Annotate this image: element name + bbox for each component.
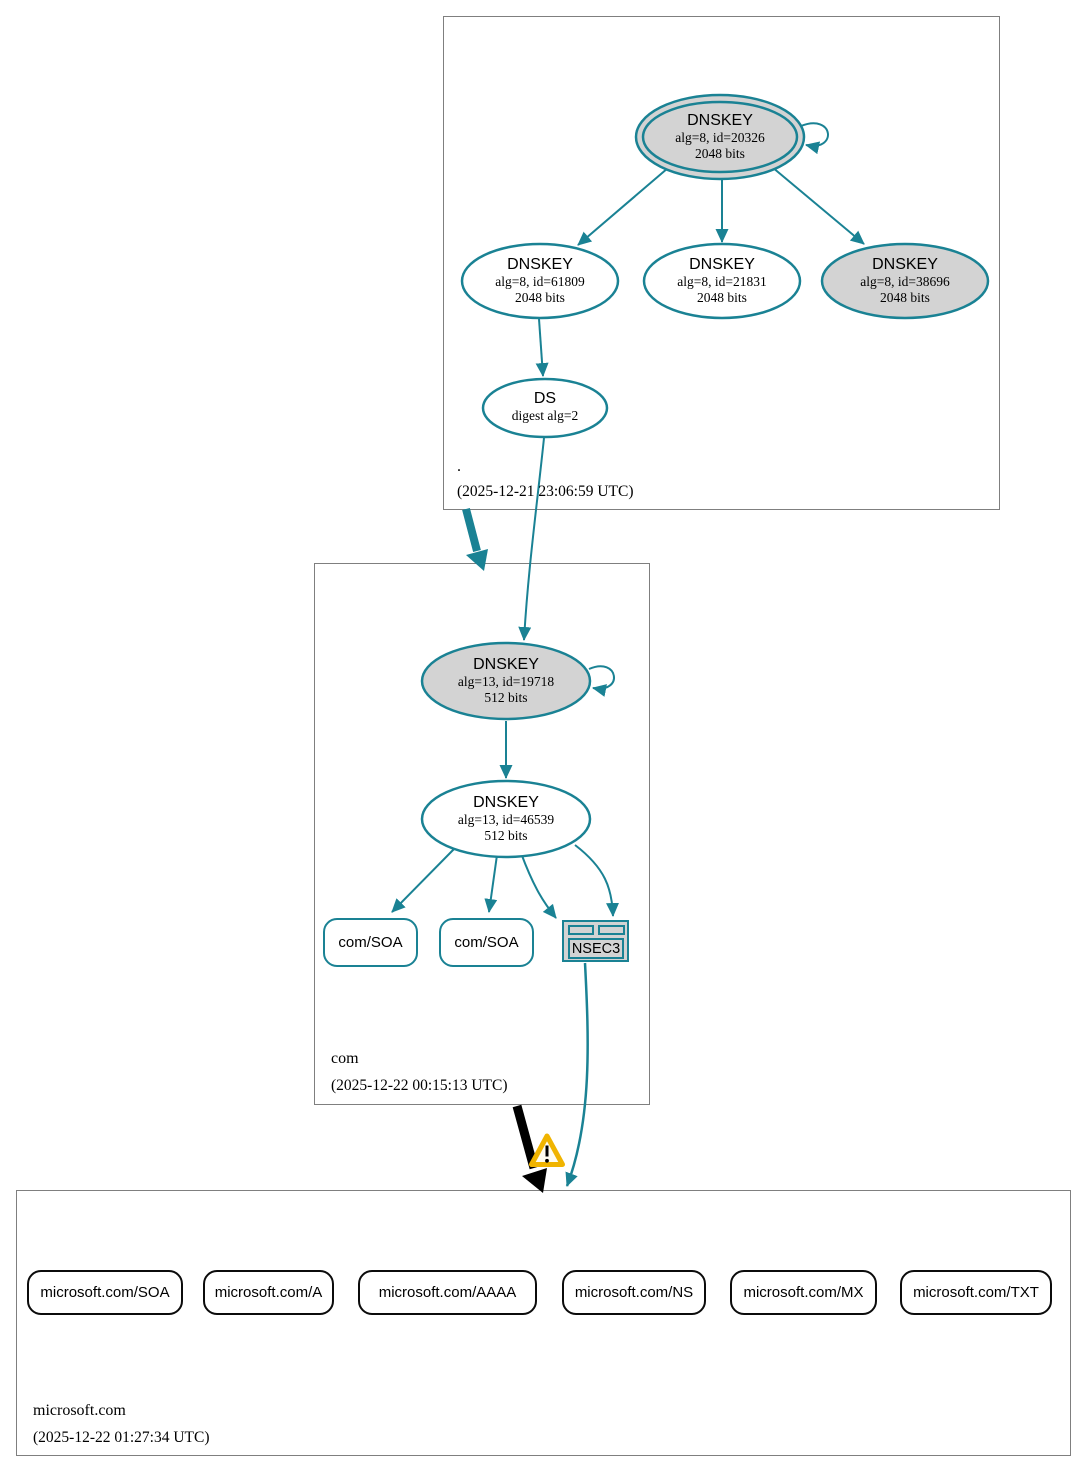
microsoft-soa-label: microsoft.com/SOA <box>40 1284 170 1301</box>
nsec3-record-cell-left <box>568 925 594 935</box>
com-zone-name: com <box>331 1050 359 1067</box>
microsoft-zone-box <box>16 1190 1071 1456</box>
nsec3-label: NSEC3 <box>568 938 624 959</box>
microsoft-ns-node[interactable]: microsoft.com/NS <box>562 1270 706 1315</box>
delegation-arrow-root-to-com <box>462 507 481 553</box>
microsoft-zone-timestamp: (2025-12-22 01:27:34 UTC) <box>33 1429 210 1446</box>
microsoft-mx-node[interactable]: microsoft.com/MX <box>730 1270 877 1315</box>
root-zone-name: . <box>457 458 461 475</box>
microsoft-zone-name: microsoft.com <box>33 1402 126 1419</box>
com-soa-right-node[interactable]: com/SOA <box>439 918 534 967</box>
edge-com-zsk-to-soa-left <box>391 847 456 913</box>
com-zone-timestamp: (2025-12-22 00:15:13 UTC) <box>331 1077 508 1094</box>
warning-icon[interactable] <box>529 1133 565 1167</box>
com-zsk-ellipse[interactable] <box>420 779 592 859</box>
microsoft-txt-label: microsoft.com/TXT <box>913 1284 1039 1301</box>
com-soa-left-node[interactable]: com/SOA <box>323 918 418 967</box>
com-nsec3-node[interactable]: NSEC3 <box>562 920 629 962</box>
root-zone-timestamp: (2025-12-21 23:06:59 UTC) <box>457 483 634 500</box>
root-ds-ellipse[interactable] <box>481 377 609 439</box>
com-ksk-selfsign-loop <box>588 665 615 697</box>
edge-com-zsk-to-soa-right <box>484 854 498 913</box>
root-zone-box <box>443 16 1000 510</box>
delegation-arrowhead-root-to-com <box>466 549 488 571</box>
microsoft-a-node[interactable]: microsoft.com/A <box>203 1270 334 1315</box>
root-ksk-selfsign-loop <box>800 122 829 155</box>
microsoft-ns-label: microsoft.com/NS <box>574 1284 694 1301</box>
microsoft-txt-node[interactable]: microsoft.com/TXT <box>900 1270 1052 1315</box>
microsoft-soa-node[interactable]: microsoft.com/SOA <box>27 1270 183 1315</box>
microsoft-aaaa-node[interactable]: microsoft.com/AAAA <box>358 1270 537 1315</box>
edge-root-ksk-to-zsk-c <box>771 166 865 245</box>
edge-ds-to-com-ksk <box>518 437 545 641</box>
edge-com-zsk-to-nsec3-right <box>574 844 620 917</box>
root-zsk-c-ellipse[interactable] <box>820 242 990 320</box>
root-zsk-b-ellipse[interactable] <box>642 242 802 320</box>
microsoft-a-label: microsoft.com/A <box>214 1284 323 1301</box>
com-soa-right-label: com/SOA <box>454 934 519 951</box>
edge-zsk-a-to-ds <box>535 318 549 377</box>
edge-root-ksk-to-zsk-a <box>577 167 669 246</box>
root-zsk-a-ellipse[interactable] <box>460 242 620 320</box>
delegation-arrow-com-to-microsoft <box>512 1104 539 1170</box>
microsoft-aaaa-label: microsoft.com/AAAA <box>378 1284 517 1301</box>
nsec3-record-cell-right <box>598 925 625 935</box>
edge-nsec3-to-microsoft-zone <box>565 962 589 1187</box>
edge-com-zsk-to-nsec3-left <box>520 852 557 919</box>
microsoft-mx-label: microsoft.com/MX <box>743 1284 864 1301</box>
com-ksk-ellipse[interactable] <box>420 641 592 721</box>
com-soa-left-label: com/SOA <box>338 934 403 951</box>
root-ksk-ellipse-inner <box>641 100 799 174</box>
delegation-arrowhead-com-to-microsoft <box>522 1168 547 1193</box>
